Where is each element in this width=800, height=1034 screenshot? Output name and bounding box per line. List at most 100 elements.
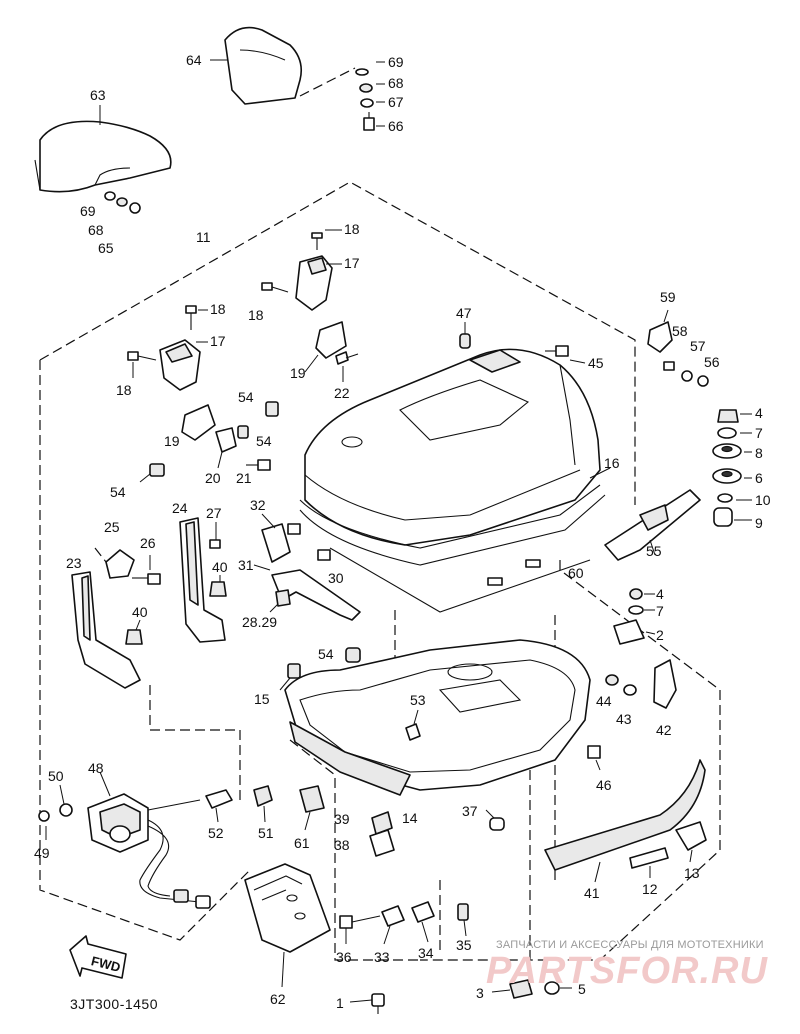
callout-labels: 64 69 68 67 66 63 69 68 65 11 18 17 18 1… — [34, 52, 771, 1011]
stay-arm-55 — [604, 489, 701, 561]
washer-50 — [59, 803, 73, 817]
callout-14: 14 — [402, 810, 418, 826]
rubber-37 — [489, 817, 505, 831]
washer-5 — [544, 981, 560, 995]
screw-32 — [287, 523, 301, 535]
callout-54-c: 54 — [110, 484, 126, 500]
callout-5: 5 — [578, 981, 586, 997]
callout-8: 8 — [755, 445, 763, 461]
fwd-label: FWD — [90, 953, 122, 975]
callout-30: 30 — [328, 570, 344, 586]
callout-50: 50 — [48, 768, 64, 784]
callout-32: 32 — [250, 497, 266, 513]
washer-7-upper — [717, 427, 737, 439]
drawing-code: 3JT300-1450 — [70, 996, 159, 1012]
damper-9 — [713, 507, 733, 527]
clip-59 — [647, 321, 673, 353]
screw-46 — [587, 745, 601, 759]
bolt-18-left — [127, 351, 157, 361]
screw-45 — [545, 345, 569, 357]
callout-51: 51 — [258, 825, 274, 841]
stay-28-29 — [271, 569, 361, 621]
callout-36: 36 — [336, 949, 352, 965]
callout-60: 60 — [568, 565, 584, 581]
callout-62: 62 — [270, 991, 286, 1007]
nut-40-b — [125, 629, 143, 645]
callout-18-a: 18 — [344, 221, 360, 237]
gasket-60 — [329, 547, 591, 613]
socket-51 — [253, 785, 273, 807]
callout-41: 41 — [584, 885, 600, 901]
callout-18-b: 18 — [248, 307, 264, 323]
callout-20: 20 — [205, 470, 221, 486]
callout-23: 23 — [66, 555, 82, 571]
callout-56: 56 — [704, 354, 720, 370]
washer-69-lower — [104, 191, 116, 201]
stopper-54-b — [237, 425, 249, 439]
grommet-6 — [712, 468, 742, 484]
callout-10: 10 — [755, 492, 771, 508]
washer-57 — [681, 370, 693, 382]
callout-40-a: 40 — [212, 559, 228, 575]
seal-16 — [299, 484, 601, 549]
callout-9: 9 — [755, 515, 763, 531]
bolt-22 — [335, 351, 359, 365]
callout-2: 2 — [656, 627, 664, 643]
callout-22: 22 — [334, 385, 350, 401]
callout-17-a: 17 — [344, 255, 360, 271]
callout-57: 57 — [690, 338, 706, 354]
case-lid-11 — [304, 348, 601, 546]
callout-6: 6 — [755, 470, 763, 486]
callout-59: 59 — [660, 289, 676, 305]
callout-69-upper: 69 — [388, 54, 404, 70]
callout-65: 65 — [98, 240, 114, 256]
nut-68-lower — [116, 197, 128, 207]
callout-38: 38 — [334, 837, 350, 853]
callout-58: 58 — [672, 323, 688, 339]
cap-3 — [509, 979, 533, 999]
cover-62 — [244, 863, 331, 953]
callout-4-b: 4 — [656, 586, 664, 602]
hinge-arm-23 — [71, 571, 141, 689]
hinge-17-left — [159, 339, 201, 391]
callout-54-b: 54 — [256, 433, 272, 449]
bolt-21 — [246, 459, 271, 471]
callout-42: 42 — [656, 722, 672, 738]
callout-4-a: 4 — [755, 405, 763, 421]
callout-66: 66 — [388, 118, 404, 134]
hinge-17-upper — [295, 255, 333, 311]
callout-21: 21 — [236, 470, 252, 486]
callout-11: 11 — [196, 229, 211, 245]
callout-64: 64 — [186, 52, 202, 68]
callout-18-d: 18 — [116, 382, 132, 398]
key-34 — [411, 901, 435, 923]
callout-44: 44 — [596, 693, 612, 709]
screw-30 — [317, 549, 331, 561]
callout-7-a: 7 — [755, 425, 763, 441]
screw-58 — [663, 361, 675, 371]
stopper-54-c — [149, 463, 165, 477]
plate-12 — [629, 847, 669, 869]
washer-69-upper — [355, 68, 369, 76]
screw-36 — [339, 915, 353, 929]
bracket-13 — [675, 821, 707, 851]
catch-25 — [94, 547, 135, 579]
screw-49 — [38, 810, 50, 822]
callout-61: 61 — [294, 835, 310, 851]
bolt-18-upper — [311, 232, 323, 250]
callout-12: 12 — [642, 881, 658, 897]
callout-68-lower: 68 — [88, 222, 104, 238]
washer-10 — [717, 493, 733, 503]
case-base-14 — [284, 639, 591, 796]
washer-67 — [360, 98, 374, 108]
callout-15: 15 — [254, 691, 270, 707]
callout-46: 46 — [596, 777, 612, 793]
pin-35 — [457, 903, 469, 921]
callout-43: 43 — [616, 711, 632, 727]
watermark-brand: PARTSFOR.RU — [486, 950, 768, 992]
callout-26: 26 — [140, 535, 156, 551]
screw-53 — [405, 723, 421, 741]
pad-2 — [613, 619, 645, 645]
callout-40-b: 40 — [132, 604, 148, 620]
